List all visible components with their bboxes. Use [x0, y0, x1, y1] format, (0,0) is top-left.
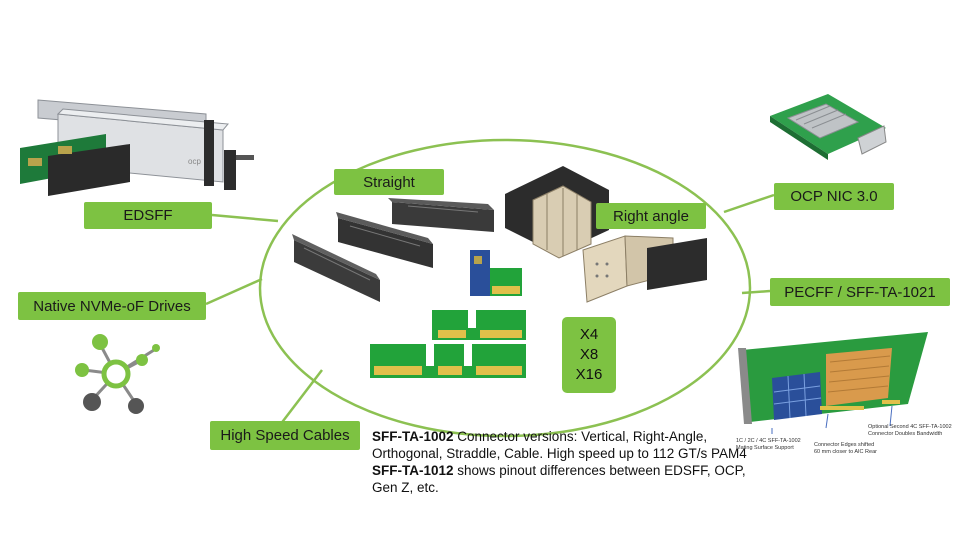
high-speed-cables-label: High Speed Cables: [210, 421, 360, 450]
pecff-mating-callout-line2: Mating Surface Support: [736, 445, 794, 451]
card-edges-image: [370, 310, 526, 378]
description-line-2: SFF-TA-1012 shows pinout differences bet…: [372, 462, 757, 496]
lane-width-x16: X16: [575, 366, 603, 383]
lane-width-x8: X8: [579, 346, 599, 363]
right-angle-label: Right angle: [596, 203, 706, 229]
ocp-connector-line: [723, 193, 775, 214]
pecff-optional-callout-line1: Optional Second 4C SFF-TA-1002: [868, 424, 952, 430]
nvme-network-icon: [75, 334, 160, 414]
ocp-nic-label: OCP NIC 3.0: [774, 183, 894, 210]
ocp-nic-image: [770, 94, 887, 160]
sff-ta-1012-text: shows pinout differences between EDSFF, …: [372, 463, 746, 495]
lane-width-x4: X4: [579, 326, 599, 343]
edsff-connector-line: [211, 213, 279, 223]
right-angle-connectors-image: [505, 166, 707, 303]
nvme-drives-label: Native NVMe-oF Drives: [18, 292, 206, 320]
pecff-edges-callout-line2: 60 mm closer to AIC Rear: [814, 449, 877, 455]
description-block: SFF-TA-1002 Connector versions: Vertical…: [372, 428, 757, 496]
pecff-board-image: 1C / 2C / 4C SFF-TA-1002 Mating Surface …: [736, 332, 952, 455]
pecff-label: PECFF / SFF-TA-1021: [770, 278, 950, 306]
pecff-connector-line: [741, 289, 771, 295]
sff-ta-1002-term: SFF-TA-1002: [372, 429, 454, 444]
description-line-1: SFF-TA-1002 Connector versions: Vertical…: [372, 428, 757, 462]
straight-label: Straight: [334, 169, 444, 195]
straight-connectors-image: [292, 198, 494, 302]
pecff-optional-callout-line2: Connector Doubles Bandwidth: [868, 431, 942, 437]
central-ellipse: [258, 138, 752, 438]
edsff-drives-image: ocp: [20, 99, 254, 196]
pecff-mating-callout-line1: 1C / 2C / 4C SFF-TA-1002: [736, 438, 801, 444]
svg-text:ocp: ocp: [188, 157, 201, 166]
sff-ta-1012-term: SFF-TA-1012: [372, 463, 454, 478]
pecff-edges-callout-line1: Connector Edges shifted: [814, 442, 874, 448]
small-vertical-card-image: [470, 250, 522, 296]
cables-connector-line: [279, 369, 323, 426]
nvme-connector-line: [205, 277, 263, 306]
sff-ta-1002-text: Connector versions: Vertical, Right-Angl…: [372, 429, 747, 461]
lane-widths-box: X4 X8 X16: [562, 317, 616, 393]
edsff-label: EDSFF: [84, 202, 212, 229]
